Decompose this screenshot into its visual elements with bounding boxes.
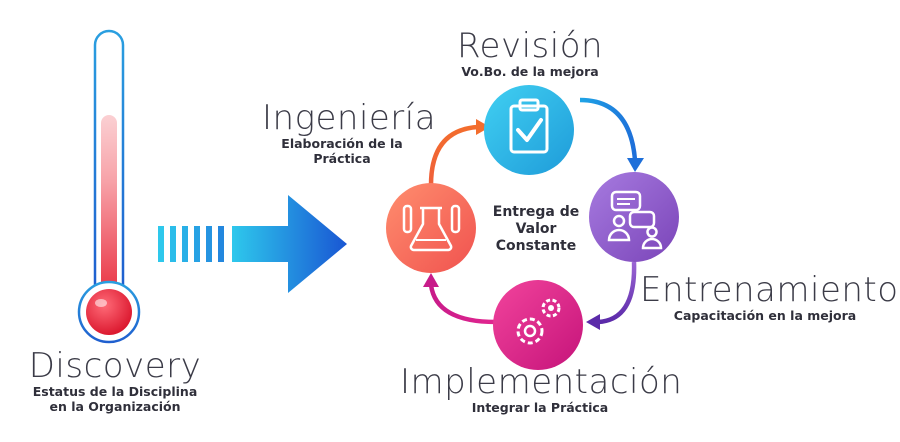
cycle-center-text: Entrega de Valor Constante — [480, 204, 592, 255]
clipboard-check-icon — [509, 98, 549, 154]
implementacion-label: Implementación Integrar la Práctica — [400, 362, 683, 415]
discovery-subtitle-line2: en la Organización — [49, 399, 181, 414]
implementacion-node — [493, 280, 583, 370]
entrenamiento-node — [589, 172, 679, 262]
revision-node — [484, 85, 574, 175]
chat-people-icon — [607, 190, 663, 250]
entrenamiento-title: Entrenamiento — [640, 270, 899, 310]
progress-arrow-icon — [158, 195, 347, 293]
center-line2: Valor — [515, 221, 557, 237]
revision-label: Revisión Vo.Bo. de la mejora — [440, 28, 620, 79]
ingenieria-label: Ingeniería Elaboración de la Práctica — [262, 98, 437, 166]
ingenieria-subtitle-line1: Elaboración de la — [281, 136, 403, 151]
ingenieria-title: Ingeniería — [262, 98, 437, 138]
discovery-label: Discovery Estatus de la Disciplina en la… — [20, 348, 210, 414]
thermometer-icon — [77, 29, 141, 344]
entrenamiento-subtitle: Capacitación en la mejora — [673, 308, 857, 323]
lab-flask-icon — [402, 204, 461, 252]
cycle-arrows — [423, 97, 644, 330]
entrenamiento-label: Entrenamiento Capacitación en la mejora — [640, 270, 899, 323]
center-line1: Entrega de — [492, 204, 580, 220]
discovery-subtitle-line1: Estatus de la Disciplina — [32, 384, 198, 399]
revision-title: Revisión — [456, 26, 604, 66]
gears-icon — [516, 298, 561, 345]
ingenieria-node — [386, 183, 476, 273]
ingenieria-subtitle-line2: Práctica — [313, 151, 371, 166]
revision-subtitle: Vo.Bo. de la mejora — [461, 64, 599, 79]
discovery-title: Discovery — [28, 346, 202, 386]
implementacion-subtitle: Integrar la Práctica — [471, 400, 609, 415]
center-line3: Constante — [495, 238, 577, 254]
implementacion-title: Implementación — [400, 362, 683, 402]
